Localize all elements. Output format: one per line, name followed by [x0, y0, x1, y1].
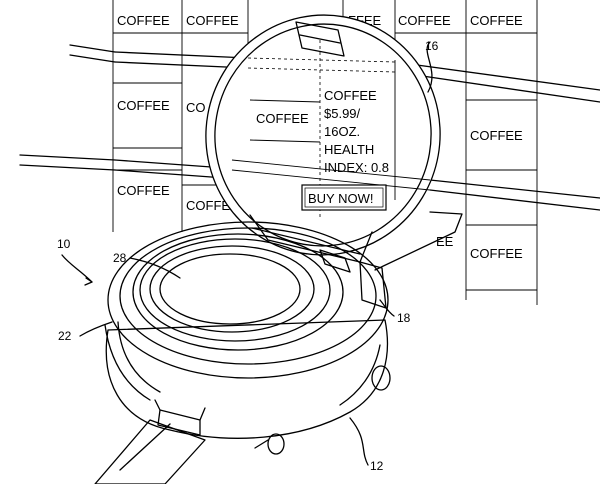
buy-now-button[interactable]: BUY NOW! — [301, 184, 387, 211]
ref-10: 10 — [57, 237, 71, 251]
shelf-label: COFFEE — [398, 13, 451, 28]
shelf-label: COFFEE — [186, 13, 239, 28]
ref-16: 16 — [425, 39, 439, 53]
shelf-label: COFFEE — [470, 128, 523, 143]
ref-28: 28 — [113, 251, 127, 265]
display-price: $5.99/ — [324, 106, 361, 121]
shelf-label: COFFEE — [117, 13, 170, 28]
reference-labels: 16 10 28 22 18 12 — [57, 39, 439, 473]
display-product-title: COFFEE — [324, 88, 377, 103]
ref-22: 22 — [58, 329, 72, 343]
display-product: COFFEE — [256, 111, 309, 126]
shelf-label-partial: CO — [186, 100, 206, 115]
ref-12: 12 — [370, 459, 384, 473]
shelf-label: COFFEE — [470, 246, 523, 261]
shelf-label: COFFEE — [117, 183, 170, 198]
display-health: HEALTH — [324, 142, 374, 157]
display-size: 16OZ. — [324, 124, 360, 139]
shelf-label: COFFEE — [117, 98, 170, 113]
shelf-label: COFFEE — [470, 13, 523, 28]
buy-now-label: BUY NOW! — [308, 191, 374, 206]
ref-18: 18 — [397, 311, 411, 325]
flip-display: COFFEE COFFEE $5.99/ 16OZ. HEALTH INDEX:… — [205, 14, 463, 271]
shelf-label-partial: EE — [436, 234, 454, 249]
watch-body — [94, 221, 391, 484]
display-health-index: INDEX: 0.8 — [324, 160, 389, 175]
